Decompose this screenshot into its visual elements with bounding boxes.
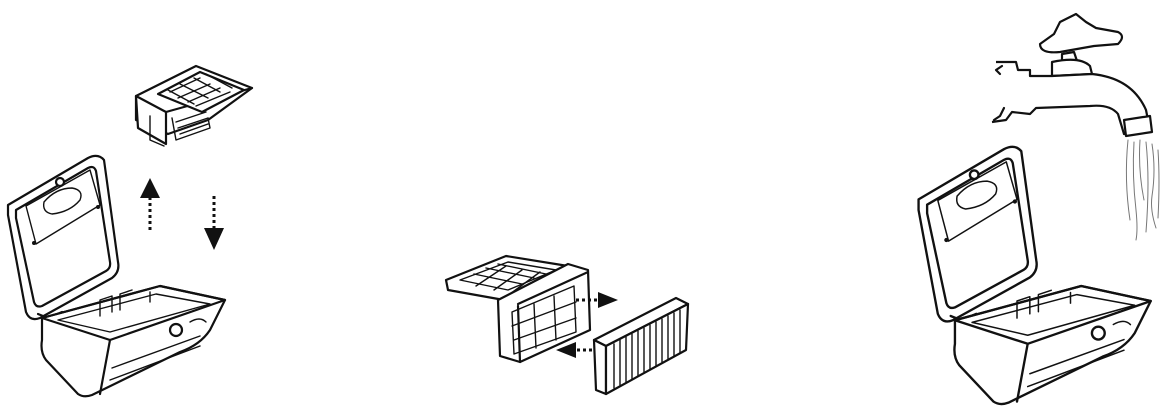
hepa-filter-icon [594,298,688,394]
water-stream-icon [1126,140,1159,240]
dust-box-icon [8,156,225,396]
dust-box-icon [919,147,1151,404]
filter-frame-icon [136,66,252,146]
faucet-icon [992,14,1152,136]
step-2-panel [446,256,688,394]
arrow-icon [140,178,160,230]
arrow-icon [204,196,224,250]
arrow-icon [556,342,592,358]
step-3-panel [919,14,1159,404]
step-1-panel [8,66,252,396]
